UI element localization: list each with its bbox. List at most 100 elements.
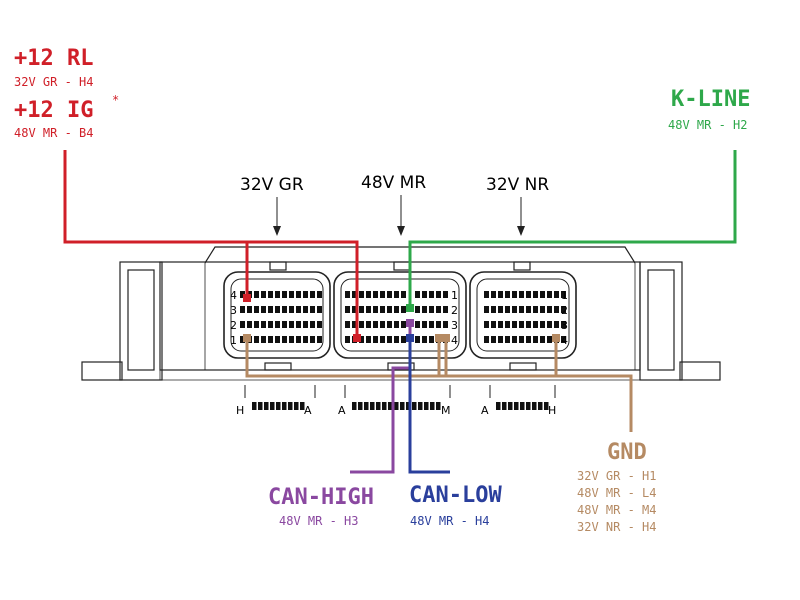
- pin: [345, 321, 350, 328]
- pin: [359, 321, 364, 328]
- pin-marker-power-32v: [243, 294, 251, 302]
- pin: [303, 291, 308, 298]
- wire-power: [63, 150, 359, 338]
- power-ig-mark: *: [112, 93, 119, 107]
- strip-pin: [520, 402, 525, 410]
- strip-pin: [252, 402, 257, 410]
- pin: [547, 291, 552, 298]
- ecu-housing: [81, 246, 721, 381]
- pin: [373, 321, 378, 328]
- wire-can-high: [350, 323, 412, 474]
- mid-row-label-3: 3: [451, 319, 458, 332]
- pin: [443, 306, 448, 313]
- kline-sub: 48V MR - H2: [668, 118, 747, 132]
- strip-pin: [388, 402, 393, 410]
- can-high-sub: 48V MR - H3: [279, 514, 358, 528]
- mid-row-label-4: 4: [451, 334, 458, 347]
- pin: [275, 321, 280, 328]
- strip-pin: [418, 402, 423, 410]
- pin: [491, 306, 496, 313]
- strip-pin: [538, 402, 543, 410]
- pin: [498, 336, 503, 343]
- pin: [366, 336, 371, 343]
- pin: [512, 306, 517, 313]
- pin: [547, 321, 552, 328]
- strip-pin: [508, 402, 513, 410]
- pin: [415, 321, 420, 328]
- strip-pin: [358, 402, 363, 410]
- can-low-sub: 48V MR - H4: [410, 514, 489, 528]
- pin: [366, 321, 371, 328]
- strip-pin: [288, 402, 293, 410]
- pin: [540, 336, 545, 343]
- pin-marker-gnd-1: [243, 334, 251, 342]
- pin: [429, 291, 434, 298]
- pin: [401, 336, 406, 343]
- row-ref-mid-end: M: [441, 404, 451, 417]
- pin-grid-middle: [345, 291, 448, 343]
- pin: [491, 321, 496, 328]
- pin: [505, 291, 510, 298]
- pin: [366, 306, 371, 313]
- strip-pin: [400, 402, 405, 410]
- pin-marker-kline: [406, 304, 414, 312]
- pin: [540, 321, 545, 328]
- pin: [317, 291, 322, 298]
- pin: [275, 306, 280, 313]
- strip-pin: [382, 402, 387, 410]
- pin: [533, 321, 538, 328]
- pin: [310, 336, 315, 343]
- pin: [352, 321, 357, 328]
- pin: [317, 306, 322, 313]
- strip-pin: [294, 402, 299, 410]
- pin: [296, 291, 301, 298]
- kline-title: K-LINE: [671, 87, 750, 112]
- pin: [345, 336, 350, 343]
- pin: [359, 291, 364, 298]
- pin: [540, 306, 545, 313]
- pin: [561, 291, 566, 298]
- pin-grid-left: [240, 291, 322, 343]
- pin: [352, 291, 357, 298]
- strip-pin: [412, 402, 417, 410]
- pin: [415, 291, 420, 298]
- pin: [317, 336, 322, 343]
- pin: [526, 291, 531, 298]
- pin: [394, 306, 399, 313]
- strip-pin: [514, 402, 519, 410]
- pin-marker-power-48v: [353, 334, 361, 342]
- strip-pin: [270, 402, 275, 410]
- pin: [247, 306, 252, 313]
- pin: [268, 336, 273, 343]
- pin: [282, 306, 287, 313]
- row-reference-right: A H: [481, 402, 556, 417]
- arrow-down-icon: [517, 226, 525, 236]
- pin: [491, 291, 496, 298]
- pin-marker-can-low: [406, 334, 414, 342]
- pin: [296, 321, 301, 328]
- left-row-label-3: 3: [230, 304, 237, 317]
- pin: [373, 306, 378, 313]
- power-ig-title: +12 IG: [14, 98, 93, 123]
- pin: [519, 306, 524, 313]
- pin: [261, 306, 266, 313]
- power-rl-title: +12 RL: [14, 46, 93, 71]
- wire-kline: [408, 150, 737, 308]
- pin: [505, 306, 510, 313]
- pin: [561, 336, 566, 343]
- strip-pin: [282, 402, 287, 410]
- pin: [275, 336, 280, 343]
- pin: [422, 291, 427, 298]
- pin: [540, 291, 545, 298]
- row-reference-middle: A M: [338, 402, 451, 417]
- pin: [491, 336, 496, 343]
- pin: [240, 306, 245, 313]
- pin: [310, 321, 315, 328]
- pin: [345, 306, 350, 313]
- row-reference-left: H A: [236, 402, 312, 417]
- strip-pin: [496, 402, 501, 410]
- pin: [387, 321, 392, 328]
- pin: [436, 321, 441, 328]
- pin: [533, 291, 538, 298]
- pin: [254, 291, 259, 298]
